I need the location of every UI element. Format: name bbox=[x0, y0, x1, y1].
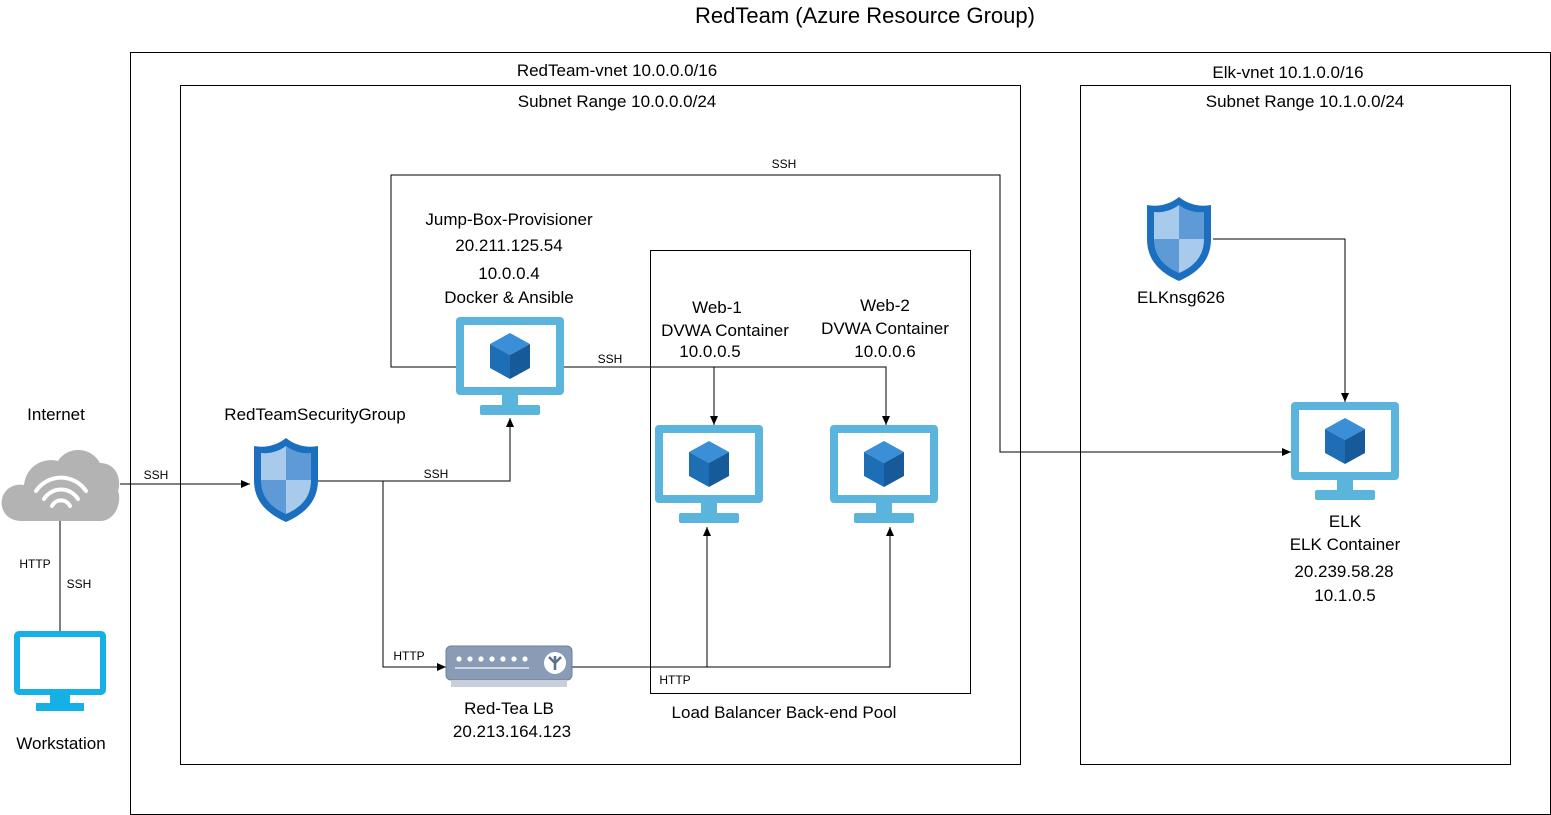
redteam-subnet-label: Subnet Range 10.0.0.0/24 bbox=[517, 92, 717, 111]
web1-vm-icon bbox=[655, 425, 763, 523]
elk-shield-icon bbox=[1147, 197, 1211, 281]
web1-name: Web-1 bbox=[692, 298, 742, 317]
edge-label-http-ws: HTTP bbox=[19, 557, 51, 571]
elk-subnet-box bbox=[1080, 85, 1511, 765]
edge-nsg-lb bbox=[382, 481, 446, 671]
edge-lb-web2 bbox=[707, 527, 894, 668]
elk-subnet-label: Subnet Range 10.1.0.0/24 bbox=[1205, 92, 1405, 111]
jumpbox-private-ip: 10.0.0.4 bbox=[478, 264, 540, 283]
web1-role: DVWA Container bbox=[661, 321, 789, 340]
cloud-icon bbox=[1, 450, 120, 521]
web2-vm-icon bbox=[830, 425, 938, 523]
load-balancer-icon bbox=[445, 645, 573, 687]
edge-jumpbox-web2 bbox=[714, 366, 890, 425]
web2-name: Web-2 bbox=[860, 296, 910, 315]
elk-vnet-label: Elk-vnet 10.1.0.0/16 bbox=[1212, 63, 1364, 82]
backend-pool-label: Load Balancer Back-end Pool bbox=[671, 703, 897, 722]
elk-private-ip: 10.1.0.5 bbox=[1314, 586, 1376, 605]
edge-nsg-jumpbox bbox=[318, 418, 514, 482]
internet-label: Internet bbox=[27, 405, 85, 424]
workstation-monitor-icon bbox=[14, 631, 106, 711]
elk-name: ELK bbox=[1328, 512, 1362, 531]
security-group-label: RedTeamSecurityGroup bbox=[224, 405, 406, 424]
elk-nsg-label: ELKnsg626 bbox=[1137, 288, 1225, 307]
edge-label-ssh-nsg-jump: SSH bbox=[423, 467, 449, 481]
jumpbox-role: Docker & Ansible bbox=[444, 288, 574, 307]
web2-role: DVWA Container bbox=[821, 319, 949, 338]
jumpbox-name: Jump-Box-Provisioner bbox=[425, 210, 593, 229]
workstation-label: Workstation bbox=[16, 734, 106, 753]
redteam-subnet-box bbox=[180, 85, 1021, 765]
edge-jumpbox-elk bbox=[390, 174, 1291, 456]
edge-label-ssh-ws: SSH bbox=[66, 577, 92, 591]
diagram-title: RedTeam (Azure Resource Group) bbox=[695, 3, 1035, 28]
elk-vm-icon bbox=[1291, 402, 1399, 500]
lb-name: Red-Tea LB bbox=[464, 699, 554, 718]
redteam-vnet-label: RedTeam-vnet 10.0.0.0/16 bbox=[516, 61, 718, 80]
web2-ip: 10.0.0.6 bbox=[854, 342, 916, 361]
edge-jumpbox-web1 bbox=[563, 366, 718, 425]
elk-public-ip: 20.239.58.28 bbox=[1294, 562, 1394, 581]
lb-ip: 20.213.164.123 bbox=[452, 722, 572, 741]
shield-icon bbox=[254, 438, 318, 522]
elk-role: ELK Container bbox=[1289, 535, 1401, 554]
jumpbox-vm-icon bbox=[456, 317, 564, 415]
web1-ip: 10.0.0.5 bbox=[679, 342, 741, 361]
edge-lb-web1 bbox=[572, 527, 711, 668]
edge-elknsg-elk bbox=[1213, 238, 1349, 402]
edge-label-ssh-jump-web: SSH bbox=[597, 352, 623, 366]
edge-label-http-lb-pool: HTTP bbox=[659, 673, 691, 687]
backend-pool-box bbox=[650, 250, 971, 694]
edge-label-ssh-top: SSH bbox=[771, 157, 797, 171]
edge-label-http-nsg-lb: HTTP bbox=[393, 649, 425, 663]
jumpbox-public-ip: 20.211.125.54 bbox=[455, 236, 563, 255]
edge-label-ssh-internet: SSH bbox=[143, 468, 169, 482]
